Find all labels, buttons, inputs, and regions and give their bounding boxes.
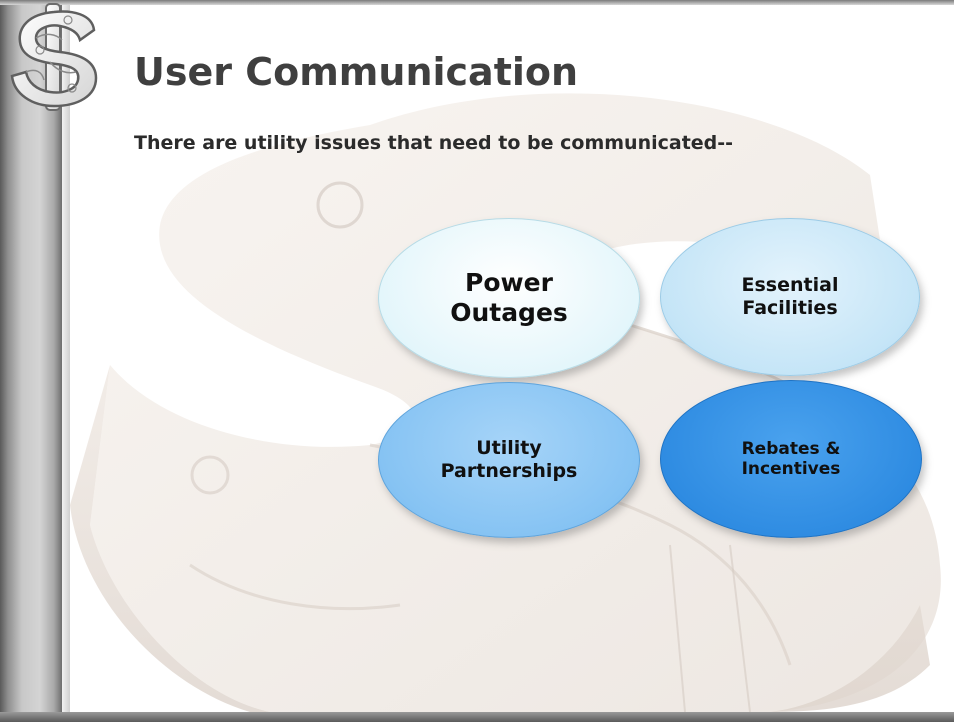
slide-title: User Communication: [134, 50, 579, 94]
bubble-utility-partnerships: Utility Partnerships: [378, 382, 640, 538]
bubble-label-line2: Outages: [450, 298, 568, 327]
bubble-label-line1: Power: [465, 268, 553, 297]
bubble-label-line2: Facilities: [742, 297, 838, 319]
bubble-label-line2: Incentives: [741, 459, 841, 479]
sidebar-inner-edge: [62, 0, 70, 722]
top-frame-border: [0, 0, 954, 5]
bubble-label-line2: Partnerships: [440, 460, 578, 482]
dollar-puzzle-icon: [10, 3, 98, 111]
bubble-label-line1: Essential: [741, 274, 839, 297]
bubble-power-outages: Power Outages: [378, 218, 640, 378]
bubble-label-line1: Utility: [476, 437, 542, 460]
bubble-label-line1: Rebates &: [741, 438, 841, 459]
bubble-rebates-incentives: Rebates & Incentives: [660, 380, 922, 538]
bottom-frame-border: [0, 712, 954, 722]
bubble-essential-facilities: Essential Facilities: [660, 218, 920, 376]
left-sidebar-frame: [0, 0, 70, 722]
slide-subtitle: There are utility issues that need to be…: [134, 132, 734, 154]
